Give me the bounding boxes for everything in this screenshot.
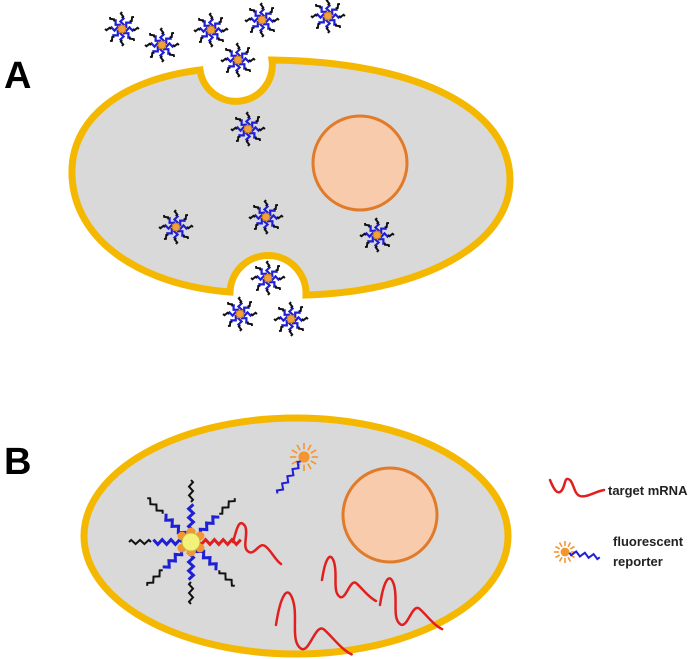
- mrna-strand: [378, 577, 444, 631]
- legend-reporter-label-line1: fluorescent: [613, 534, 684, 549]
- panel-b: B: [4, 414, 512, 658]
- nanoflare-group-a: [104, 0, 395, 337]
- panel-a-label: A: [4, 55, 31, 97]
- mrna-strand: [320, 555, 378, 603]
- nanoflare-icon: [144, 27, 180, 63]
- legend-mrna-icon: [548, 477, 606, 498]
- cell-a-membrane: [68, 56, 514, 299]
- nanoflare-icon: [250, 260, 286, 296]
- legend-reporter-label-line2: reporter: [613, 554, 663, 569]
- nanoflare-icon: [220, 42, 256, 78]
- reporter-icon: [554, 541, 601, 563]
- panel-a: A: [4, 0, 514, 337]
- nanoflare-icon: [193, 12, 229, 48]
- bound-mrna-strand: [231, 521, 283, 566]
- nanoflare-icon: [310, 0, 346, 34]
- nanoflare-icon: [248, 199, 284, 235]
- legend-reporter-icon: [554, 541, 601, 563]
- legend-target-mrna-label: target mRNA: [608, 483, 688, 498]
- nucleus-a: [311, 114, 409, 212]
- nanoflare-icon: [359, 217, 395, 253]
- nanoflare-icon: [222, 296, 258, 332]
- nanoflare-icon: [230, 111, 266, 147]
- nucleus-b: [341, 466, 439, 564]
- nanoflare-bound-to-mrna: [128, 479, 283, 605]
- nanoflare-icon: [273, 301, 309, 337]
- nanoflare-icon: [244, 2, 280, 38]
- mrna-strand: [274, 591, 353, 656]
- nanoflare-icon: [158, 209, 194, 245]
- nanoflare-icon: [104, 11, 140, 47]
- reporter-icon: [275, 443, 318, 494]
- legend: target mRNA fluorescent reporter: [548, 477, 688, 569]
- released-reporter: [275, 443, 318, 494]
- panel-b-label: B: [4, 441, 31, 483]
- mrna-group-b: [274, 555, 444, 656]
